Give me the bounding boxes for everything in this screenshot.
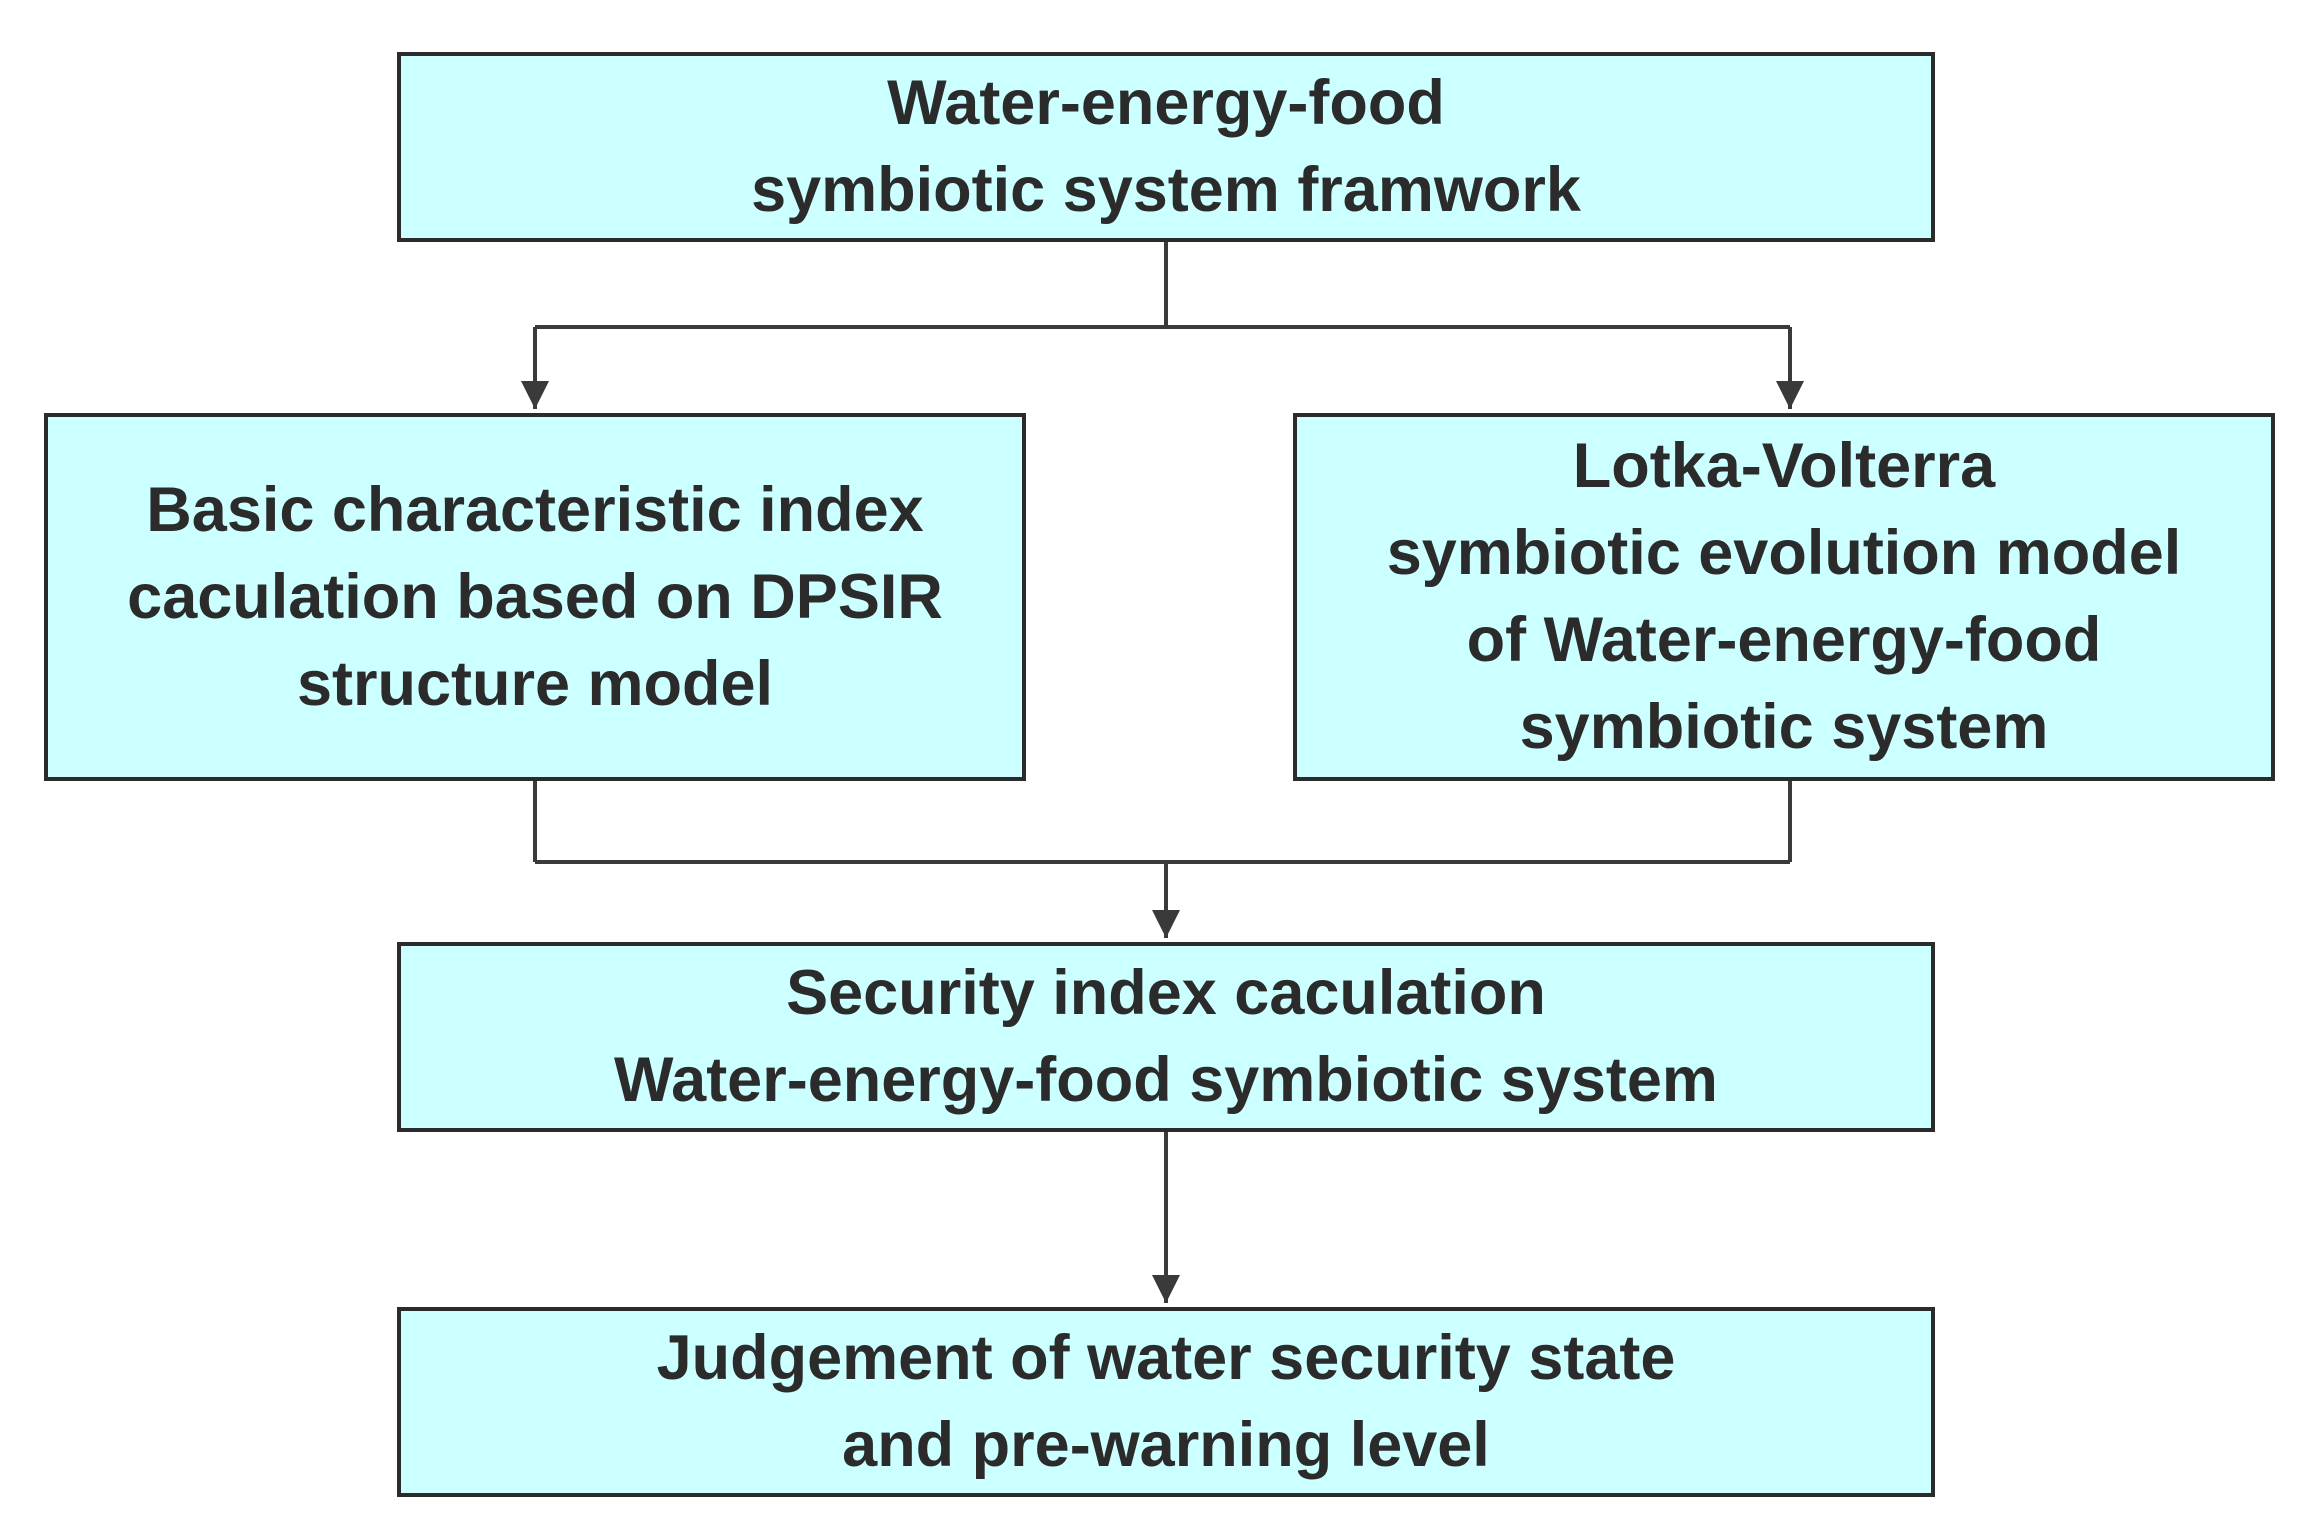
node-security-index-line-1: Security index caculation xyxy=(786,958,1546,1028)
node-dpsir: Basic characteristic index caculation ba… xyxy=(44,413,1026,781)
node-dpsir-line-2: caculation based on DPSIR xyxy=(127,561,943,632)
node-judgement-line-1: Judgement of water security state xyxy=(656,1323,1676,1393)
node-lotka-volterra-line-3: of Water-energy-food xyxy=(1466,605,2102,675)
node-framework-line-1: Water-energy-food xyxy=(887,68,1445,138)
node-dpsir-line-3: structure model xyxy=(296,648,774,719)
node-judgement-line-2: and pre-warning level xyxy=(842,1410,1490,1480)
node-security-index-line-2: Water-energy-food symbiotic system xyxy=(614,1045,1718,1115)
node-lotka-volterra-line-1: Lotka-Volterra xyxy=(1572,431,1996,501)
node-framework-line-2: symbiotic system framwork xyxy=(751,155,1581,225)
node-lotka-volterra: Lotka-Volterra symbiotic evolution model… xyxy=(1293,413,2275,781)
node-framework: Water-energy-food symbiotic system framw… xyxy=(397,52,1935,242)
node-dpsir-line-1: Basic characteristic index xyxy=(146,474,924,545)
node-lotka-volterra-line-4: symbiotic system xyxy=(1519,692,2049,762)
node-judgement: Judgement of water security state and pr… xyxy=(397,1307,1935,1497)
node-lotka-volterra-line-2: symbiotic evolution model xyxy=(1386,518,2182,588)
node-security-index: Security index caculation Water-energy-f… xyxy=(397,942,1935,1132)
